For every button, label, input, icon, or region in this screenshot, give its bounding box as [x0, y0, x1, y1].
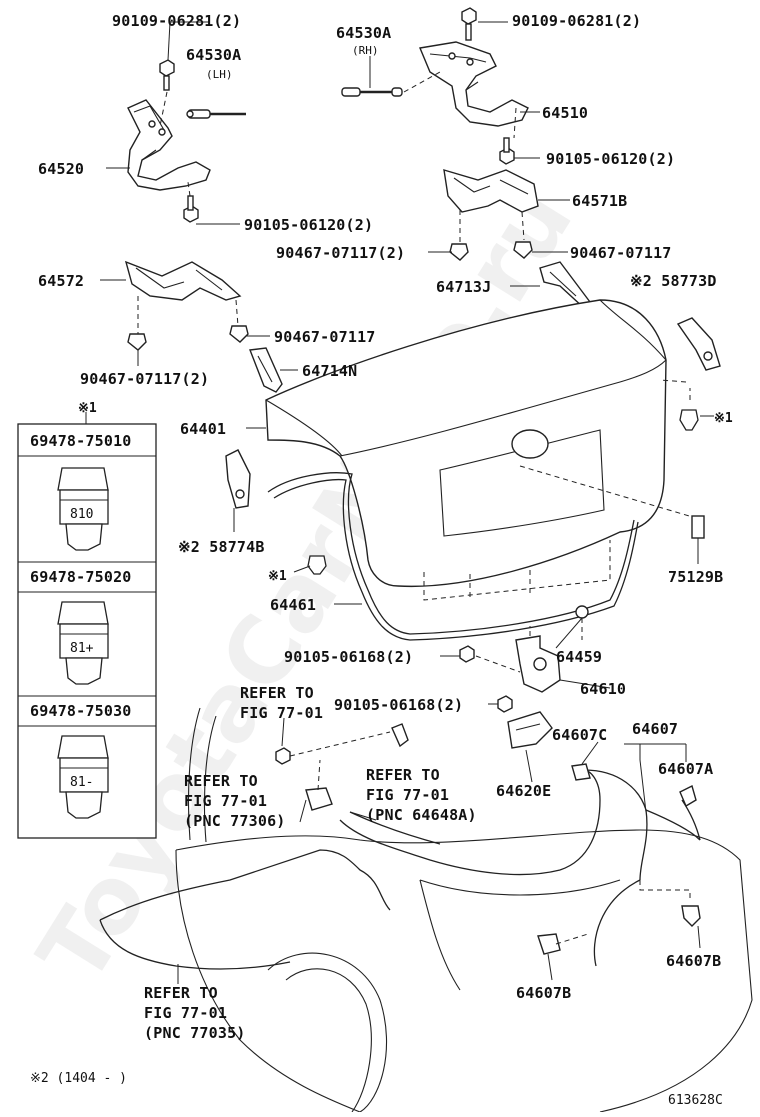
label-64459: 64459: [556, 648, 602, 666]
label-64571B: 64571B: [572, 192, 627, 210]
label-90467-07117-right: 90467-07117: [570, 244, 672, 262]
weatherstrip-64461: [267, 472, 639, 641]
cable-clip-64607C: [571, 763, 591, 781]
ref3-line1: REFER TO: [366, 766, 440, 784]
clip-90467-left-a: [127, 333, 147, 351]
ref3-line2: FIG 77-01: [366, 786, 449, 804]
inset-row3-part: 69478-75030: [30, 702, 132, 720]
lock-64610: [515, 635, 561, 693]
label-64530A-lh-side: (LH): [206, 68, 233, 81]
ref4-line2: FIG 77-01: [144, 1004, 227, 1022]
label-75129B: 75129B: [668, 568, 723, 586]
cable-end-64607A: [679, 784, 697, 808]
bolt-90109-right: [461, 7, 477, 41]
label-64607C: 64607C: [552, 726, 607, 744]
opener-64620E: [507, 711, 553, 749]
label-64607A: 64607A: [658, 760, 713, 778]
bolt-90105-06120-right: [499, 137, 515, 165]
label-note1-right: ※1: [714, 411, 733, 426]
clip-64607B-right: [681, 905, 701, 927]
label-64714N: 64714N: [302, 362, 357, 380]
label-64713J: 64713J: [436, 278, 491, 296]
inset-row1-part: 69478-75010: [30, 432, 132, 450]
label-64530A-rh-side: (RH): [352, 44, 379, 57]
label-90105-06120-left: 90105-06120(2): [244, 216, 373, 234]
label-note1-top: ※1: [78, 401, 97, 416]
clip-77306: [305, 787, 333, 811]
ref2-line3: (PNC 77306): [184, 812, 286, 830]
ref4-line3: (PNC 77035): [144, 1024, 246, 1042]
label-90105-06168-b: 90105-06168(2): [334, 696, 463, 714]
striker-64459: [575, 605, 589, 619]
label-64510: 64510: [542, 104, 588, 122]
clip-90467-left-b: [229, 325, 249, 343]
clip-64607B-center: [537, 933, 561, 955]
inset-clip-810: 810: [57, 467, 109, 551]
inset-clip-81plus: 81+: [57, 601, 109, 685]
garnish-58773D: [676, 317, 721, 371]
bolt-refer1: [275, 747, 291, 765]
clip-90467-right-b: [513, 241, 533, 259]
clip-right-note1: [679, 409, 699, 431]
label-90109-left: 90109-06281(2): [112, 12, 241, 30]
ref1-line2: FIG 77-01: [240, 704, 323, 722]
diagram-id: 613628C: [668, 1093, 723, 1108]
inset-row1-mark: 810: [70, 507, 93, 522]
label-64607B-right: 64607B: [666, 952, 721, 970]
label-75129B: [691, 515, 705, 539]
inset-row3-mark: 81-: [70, 775, 93, 790]
ref3-line3: (PNC 64648A): [366, 806, 477, 824]
car-body-outline: [175, 707, 753, 1113]
inset-row2-part: 69478-75020: [30, 568, 132, 586]
label-90109-right: 90109-06281(2): [512, 12, 641, 30]
label-64530A-lh: 64530A: [186, 46, 241, 64]
inset-clip-table: 69478-75010 69478-75020 69478-75030 810 …: [17, 412, 157, 839]
bolt-90105-06168-a: [459, 645, 475, 663]
label-58773D: ※2 58773D: [630, 272, 717, 290]
label-90467-07117-left: 90467-07117: [274, 328, 376, 346]
label-64607B-center: 64607B: [516, 984, 571, 1002]
cushion-64714N: [249, 347, 283, 393]
hinge-64510: [419, 41, 529, 127]
bolt-90105-06168-b: [497, 695, 513, 713]
label-64572: 64572: [38, 272, 84, 290]
footnote: ※2 (1404 - ): [30, 1071, 127, 1086]
bracket-64572: [124, 260, 242, 301]
ref4-line1: REFER TO: [144, 984, 218, 1002]
strut-64530A-lh: [186, 109, 246, 119]
clip-90467-right-a: [449, 243, 469, 261]
inset-clip-81minus: 81-: [57, 735, 109, 819]
garnish-58774B: [225, 449, 251, 509]
label-64620E: 64620E: [496, 782, 551, 800]
ref1-line1: REFER TO: [240, 684, 314, 702]
label-90105-06120-right: 90105-06120(2): [546, 150, 675, 168]
inset-row2-mark: 81+: [70, 641, 94, 656]
label-58774B: ※2 58774B: [178, 538, 265, 556]
bolt-90105-06120-left: [183, 195, 199, 223]
hinge-64520: [127, 99, 211, 191]
strut-64530A-rh: [341, 56, 403, 97]
label-90467-07117-2-left: 90467-07117(2): [80, 370, 209, 388]
clip-left-note1: [307, 555, 327, 575]
label-64530A-rh: 64530A: [336, 24, 391, 42]
label-note1-left: ※1: [268, 569, 287, 584]
label-64607: 64607: [632, 720, 678, 738]
bolt-90109-left: [159, 59, 175, 91]
ref2-line1: REFER TO: [184, 772, 258, 790]
label-64461: 64461: [270, 596, 316, 614]
clip-64648A: [391, 723, 409, 748]
label-64401: 64401: [180, 420, 226, 438]
label-64520: 64520: [38, 160, 84, 178]
label-90467-07117-2-right: 90467-07117(2): [276, 244, 405, 262]
label-90105-06168-a: 90105-06168(2): [284, 648, 413, 666]
ref2-line2: FIG 77-01: [184, 792, 267, 810]
label-64610: 64610: [580, 680, 626, 698]
